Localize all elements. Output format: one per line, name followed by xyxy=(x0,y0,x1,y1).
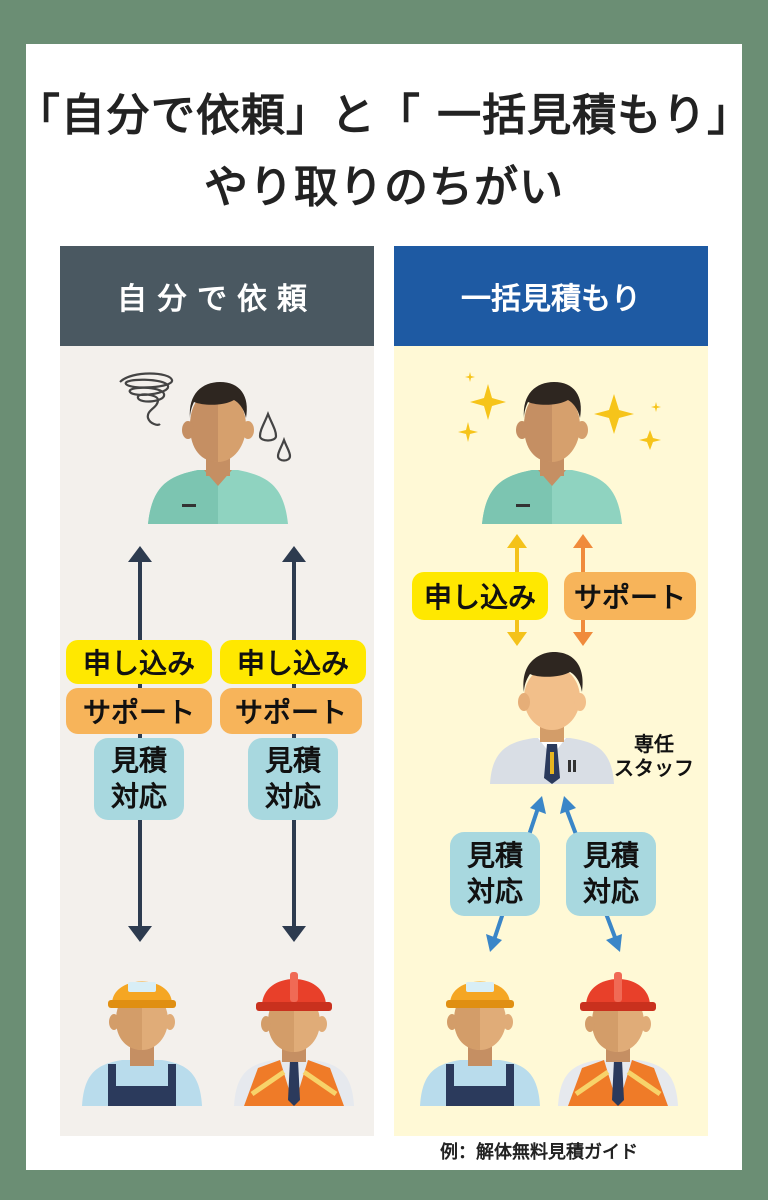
label-support-left-2: サポート xyxy=(220,688,362,734)
customer-avatar xyxy=(148,382,288,524)
label-estimate-left-2: 見積 対応 xyxy=(248,738,338,820)
panel-header-bulk-estimate: 一括見積もり xyxy=(394,246,708,346)
sparkle-icons xyxy=(458,372,661,450)
worker-cap-avatar-left xyxy=(82,981,202,1106)
label-estimate-right-2: 見積 対応 xyxy=(566,832,656,916)
staff-label: 専任 スタッフ xyxy=(614,732,694,780)
label-estimate-left-1: 見積 対応 xyxy=(94,738,184,820)
confusion-scribble-icon xyxy=(119,372,174,426)
title-line-1: 「自分で依頼」と「 一括見積もり」 xyxy=(15,90,753,141)
label-apply-left-2: 申し込み xyxy=(220,640,366,684)
label-apply-right: 申し込み xyxy=(412,572,548,620)
source-caption: 例：解体無料見積ガイド xyxy=(440,1142,638,1163)
customer-avatar-right xyxy=(482,382,622,524)
worker-helmet-avatar-right xyxy=(558,972,678,1106)
label-estimate-right-1: 見積 対応 xyxy=(450,832,540,916)
sweat-drop-icon xyxy=(258,411,292,462)
label-apply-left-1: 申し込み xyxy=(66,640,212,684)
title-line-2: やり取りのちがい xyxy=(204,162,564,213)
label-support-left-1: サポート xyxy=(66,688,212,734)
panel-header-self-request: 自分で依頼 xyxy=(60,246,374,346)
label-support-right: サポート xyxy=(564,572,696,620)
worker-cap-avatar-right xyxy=(420,981,540,1106)
staff-avatar xyxy=(490,652,614,784)
worker-helmet-avatar-left xyxy=(234,972,354,1106)
